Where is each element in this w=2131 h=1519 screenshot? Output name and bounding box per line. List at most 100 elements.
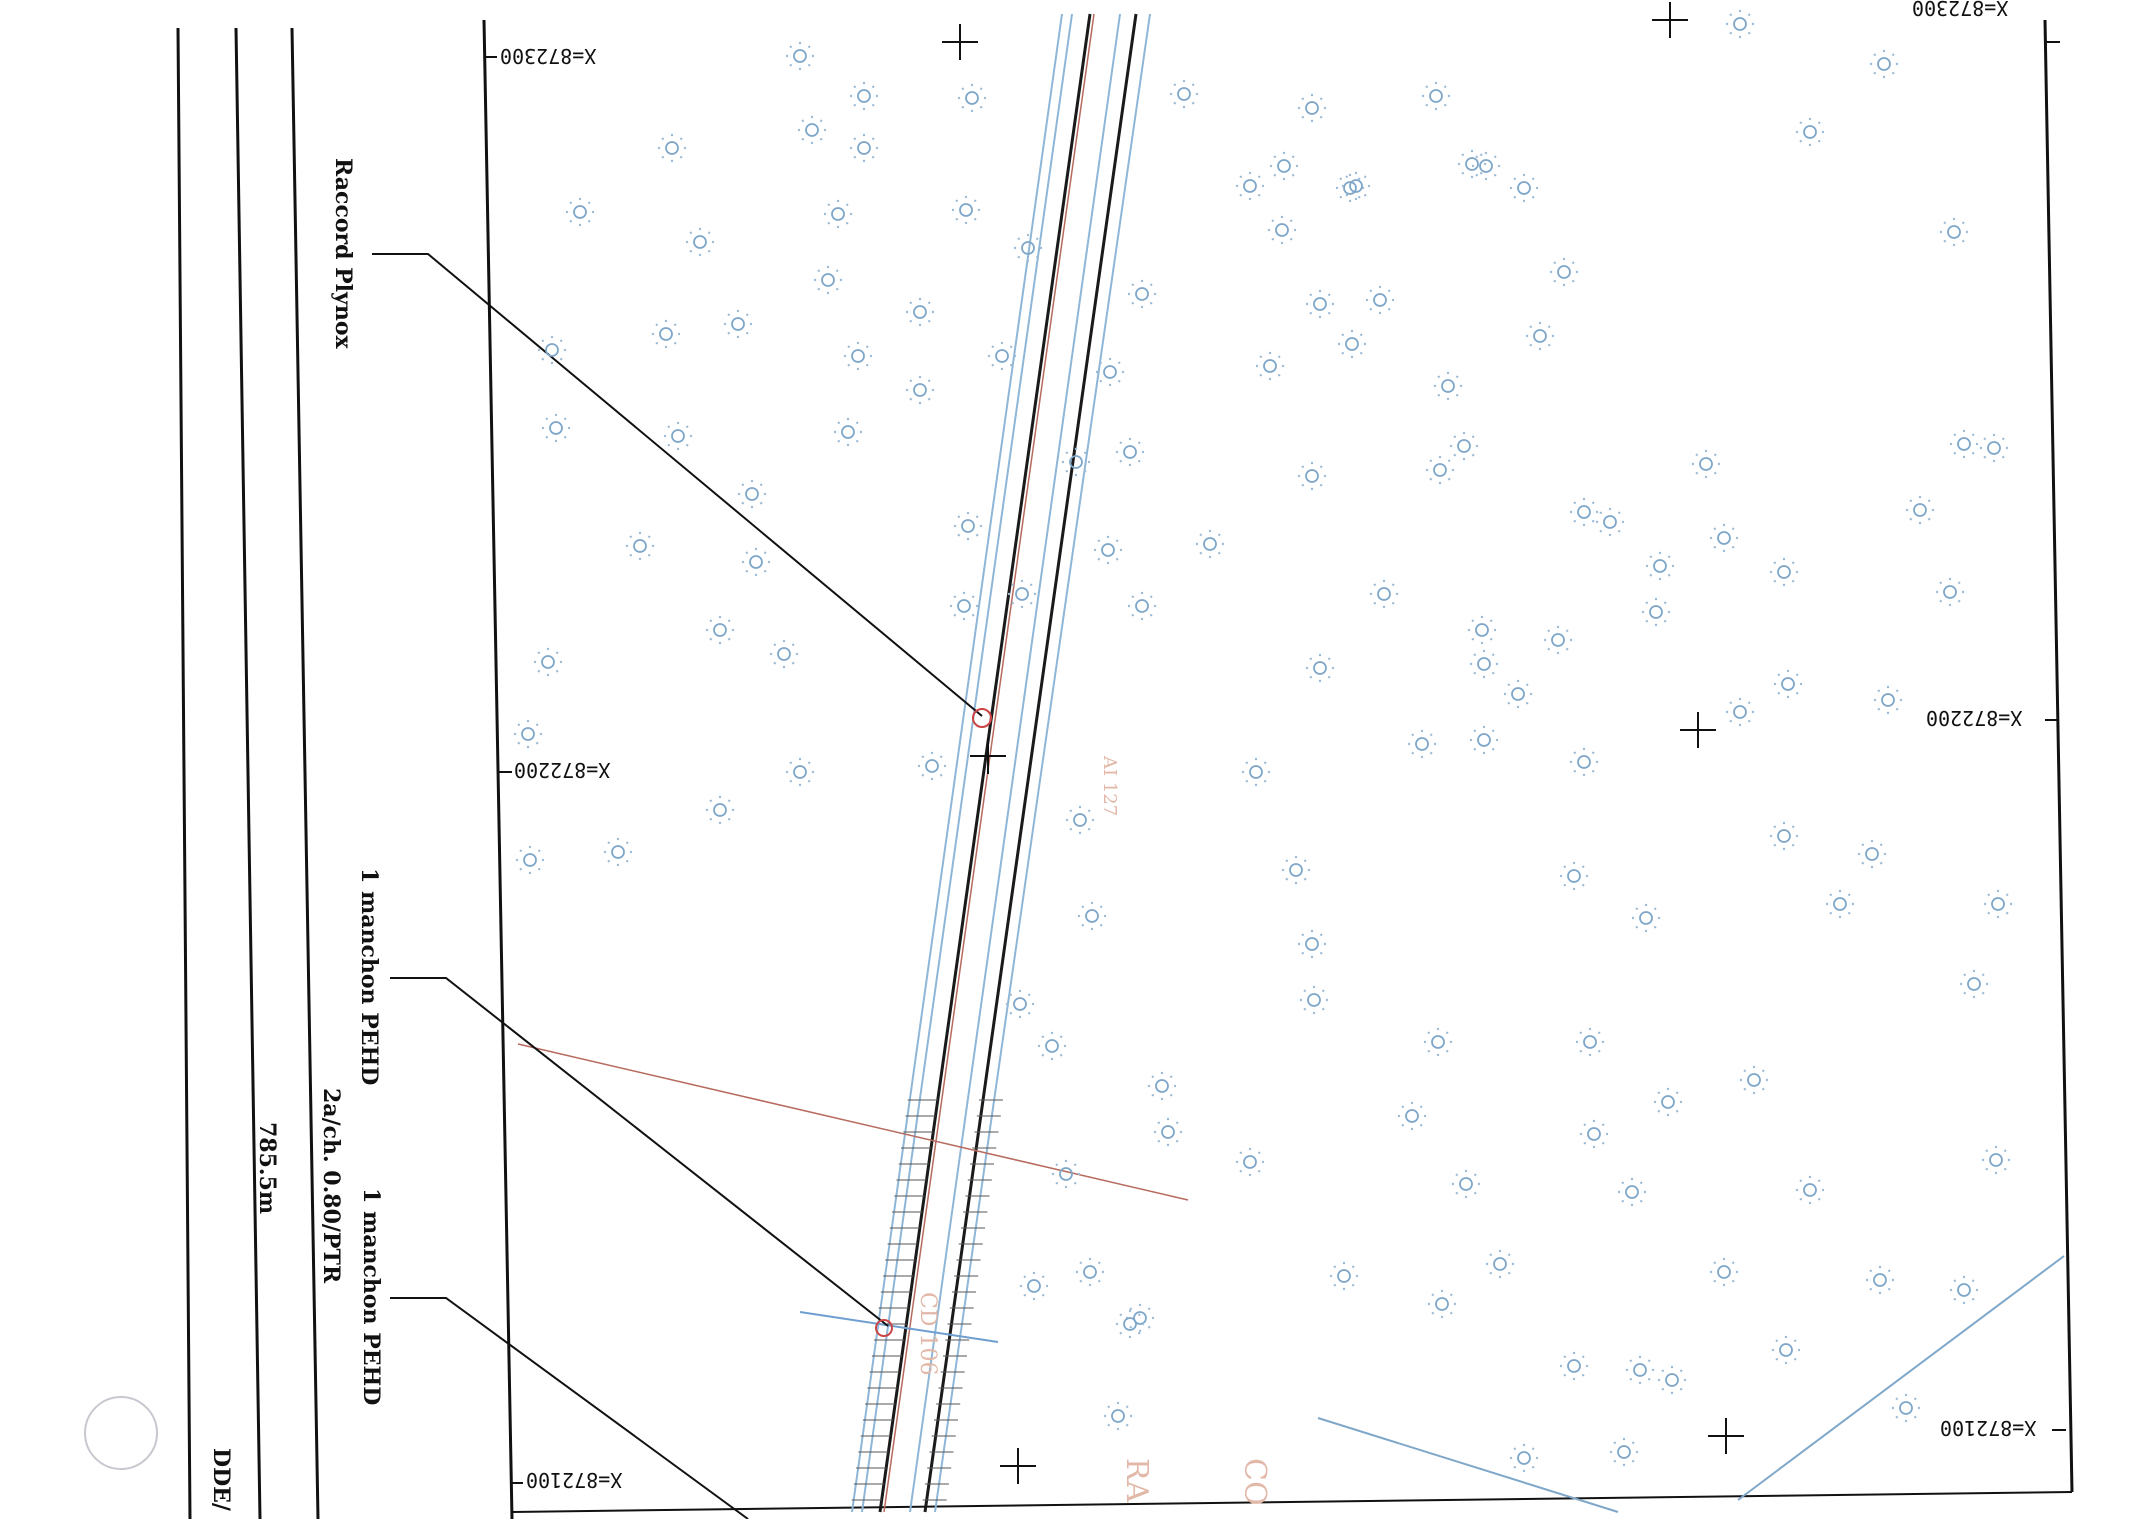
tree-symbol-icon [1949,429,1979,459]
tree-symbol-icon [1195,529,1225,559]
pipe-marker-line [799,1311,999,1343]
tree-symbol-icon [1125,1303,1155,1333]
tree-symbol-icon [1093,535,1123,565]
tree-symbol-icon [1983,889,2013,919]
tree-symbol-icon [1795,1175,1825,1205]
tree-symbol-icon [625,531,655,561]
tree-symbol-icon [1543,625,1573,655]
tree-symbol-icon [1095,357,1125,387]
tree-symbol-icon [1341,171,1371,201]
tree-symbol-icon [1631,903,1661,933]
frame-line [290,27,320,1519]
tree-symbol-icon [533,647,563,677]
tree-symbol-icon [1427,1289,1457,1319]
grid-cross-icon [1708,1418,1744,1454]
coord-left-top: X=872300 [500,44,597,68]
tree-symbol-icon [1365,285,1395,315]
road-edge [934,13,1151,1513]
grid-cross-icon [1680,712,1716,748]
tree-symbol-icon [1559,861,1589,891]
tree-symbol-icon [1235,171,1265,201]
tree-symbol-icon [1825,889,1855,919]
stamp-mark [84,1396,158,1470]
tree-symbol-icon [537,335,567,365]
road-name-label: CD 106 [915,1292,940,1376]
tree-symbol-icon [905,375,935,405]
coord-left-mid: X=872200 [514,758,611,782]
tree-symbol-icon [785,41,815,71]
tree-symbol-icon [1869,49,1899,79]
tree-symbol-icon [849,133,879,163]
coord-right-bottom: X=872100 [1940,1416,2037,1440]
grid-cross-icon [970,738,1006,774]
tree-symbol-icon [1595,507,1625,537]
tree-symbol-icon [1653,1087,1683,1117]
map-frame-bottom [511,1491,2073,1513]
tree-symbol-icon [1469,725,1499,755]
tree-symbol-icon [513,719,543,749]
tree-symbol-icon [1905,495,1935,525]
tree-symbol-icon [843,341,873,371]
tree-symbol-icon [1891,1393,1921,1423]
tree-symbol-icon [1115,1309,1145,1339]
tree-symbol-icon [1857,839,1887,869]
tree-symbol-icon [1019,1271,1049,1301]
tree-symbol-icon [1269,151,1299,181]
tree-symbol-icon [1451,1169,1481,1199]
tree-symbol-icon [1575,1027,1605,1057]
tree-symbol-icon [949,591,979,621]
tree-symbol-icon [1433,371,1463,401]
tree-symbol-icon [1525,321,1555,351]
tree-symbol-icon [1709,1257,1739,1287]
frame-line [234,27,262,1519]
tree-symbol-icon [1625,1355,1655,1385]
parcel-line [1737,1255,2065,1501]
leader-raccord [372,253,983,717]
tree-symbol-icon [1007,579,1037,609]
tree-symbol-icon [1865,1265,1895,1295]
tree-symbol-icon [1147,1071,1177,1101]
tree-symbol-icon [1337,329,1367,359]
spacing-label: 2a/ch. 0.80/PTR [318,1088,344,1284]
tree-symbol-icon [685,227,715,257]
tree-symbol-icon [1691,449,1721,479]
tree-symbol-icon [1369,579,1399,609]
tree-symbol-icon [1075,1257,1105,1287]
tree-symbol-icon [515,845,545,875]
tree-symbol-icon [987,341,1017,371]
road-edge [909,13,1121,1513]
tree-symbol-icon [1005,989,1035,1019]
tree-symbol-icon [917,751,947,781]
tree-symbol-icon [1769,821,1799,851]
fitting-marker-icon [875,1319,893,1337]
tree-symbol-icon [1773,669,1803,699]
map-frame-left [482,19,514,1519]
tree-symbol-icon [1725,9,1755,39]
coord-left-bottom: X=872100 [526,1468,623,1492]
road-edge [851,13,1063,1513]
tree-symbol-icon [1127,279,1157,309]
tree-symbol-icon [1981,1145,2011,1175]
tree-symbol-icon [705,795,735,825]
road-edge [861,13,1073,1513]
tree-symbol-icon [1739,1065,1769,1095]
tree-symbol-icon [1657,1365,1687,1395]
tree-symbol-icon [1939,217,1969,247]
tree-symbol-icon [1617,1177,1647,1207]
tree-symbol-icon [1795,117,1825,147]
tree-symbol-icon [1051,1159,1081,1189]
tree-symbol-icon [1297,461,1327,491]
grid-cross-icon [942,24,978,60]
grid-cross-icon [1652,2,1688,38]
tree-symbol-icon [1169,79,1199,109]
tree-symbol-icon [1425,455,1455,485]
tree-symbol-icon [1013,233,1043,263]
tree-symbol-icon [1645,551,1675,581]
tree-symbol-icon [951,195,981,225]
tree-symbol-icon [1569,497,1599,527]
tree-symbol-icon [1061,447,1091,477]
tree-symbol-icon [657,133,687,163]
tree-symbol-icon [1579,1119,1609,1149]
